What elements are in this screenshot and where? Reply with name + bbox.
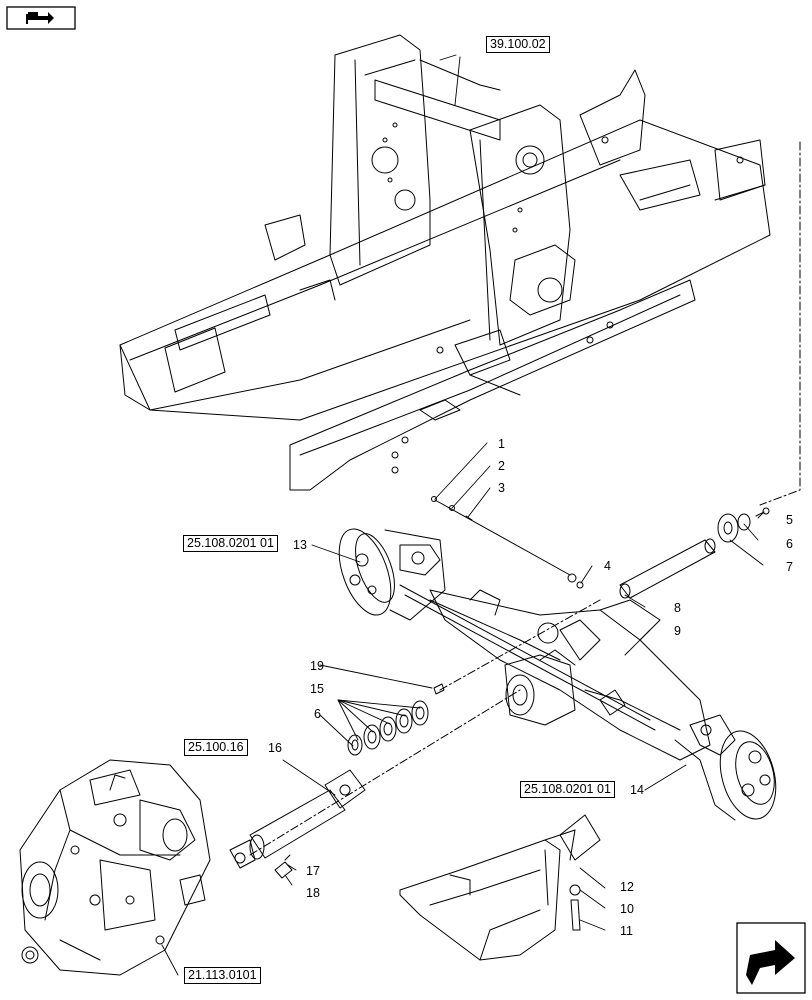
ref-hub-left[interactable]: 25.108.0201 01 [183,535,278,552]
ref-transmission[interactable]: 21.113.0101 [184,967,261,984]
driveshaft [229,769,366,879]
next-page-arrow-icon[interactable] [736,922,806,994]
callout-19: 19 [310,659,324,673]
shim-stack [347,683,445,756]
book-pointer-icon[interactable] [6,6,76,30]
callout-7: 7 [786,560,793,574]
callout-6-right: 6 [786,537,793,551]
callout-17: 17 [306,864,320,878]
callout-14: 14 [630,783,644,797]
callout-18: 18 [306,886,320,900]
chassis-frame [119,34,771,491]
callout-3: 3 [498,481,505,495]
callout-10: 10 [620,902,634,916]
callout-16: 16 [268,741,282,755]
frame-leader-dashed [759,141,801,506]
callout-2: 2 [498,459,505,473]
callout-13: 13 [293,538,307,552]
callout-9: 9 [674,624,681,638]
callout-4: 4 [604,559,611,573]
callout-12: 12 [620,880,634,894]
callout-8: 8 [674,601,681,615]
ref-hub-right[interactable]: 25.108.0201 01 [520,781,615,798]
front-axle [338,496,777,821]
ref-frame-39-100-02[interactable]: 39.100.02 [486,36,550,53]
leader-lines [161,54,765,976]
callout-15: 15 [310,682,324,696]
callout-1: 1 [498,437,505,451]
transmission [19,759,211,976]
callout-11: 11 [620,924,633,938]
mounting-bracket [399,814,601,961]
ref-driveshaft[interactable]: 25.100.16 [184,739,248,756]
callout-5: 5 [786,513,793,527]
callout-6-left: 6 [314,707,321,721]
